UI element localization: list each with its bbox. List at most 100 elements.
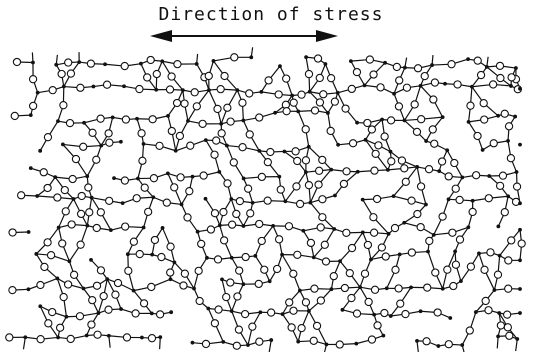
silicon-atom [119,140,123,144]
oxygen-atom [364,119,371,126]
silicon-atom [54,63,58,67]
silicon-atom [36,91,40,95]
silicon-atom [107,334,111,338]
silicon-atom [518,287,522,291]
silicon-atom [298,289,302,293]
oxygen-atom [239,99,246,106]
oxygen-atom [166,86,173,93]
silicon-atom [103,62,107,66]
oxygen-atom [224,180,231,187]
oxygen-atom [47,252,54,259]
silicon-atom [402,221,406,225]
silicon-atom [150,311,154,315]
oxygen-atom [85,184,92,191]
oxygen-atom [44,239,51,246]
silicon-atom [139,62,143,66]
silicon-atom [336,91,340,95]
silicon-atom [518,201,522,205]
silicon-atom [466,57,470,61]
silicon-atom [389,314,393,318]
oxygen-atom [167,269,174,276]
silicon-atom [271,224,275,228]
oxygen-atom [505,257,512,264]
silicon-atom [62,85,66,89]
oxygen-atom [186,188,193,195]
oxygen-atom [370,71,377,78]
silicon-atom [67,259,71,263]
silicon-atom [196,230,200,234]
oxygen-atom [343,229,350,236]
oxygen-atom [311,285,318,292]
silicon-atom [169,310,173,314]
silicon-atom [166,114,170,118]
oxygen-atom [283,75,290,82]
silicon-atom [518,311,522,315]
oxygen-atom [150,175,157,182]
silicon-atom [212,59,216,63]
silicon-atom [29,113,33,117]
oxygen-atom [445,341,452,348]
oxygen-atom [508,74,515,81]
oxygen-atom [467,263,474,270]
oxygen-atom [311,107,318,114]
oxygen-atom [130,238,137,245]
silicon-atom [219,122,223,126]
oxygen-atom [88,321,95,328]
oxygen-atom [60,102,67,109]
oxygen-atom [313,322,320,329]
silicon-atom [132,289,136,293]
silicon-atom [241,282,245,286]
silicon-atom [329,168,333,172]
oxygen-atom [490,81,497,88]
oxygen-atom [348,85,355,92]
oxygen-atom [18,192,25,199]
oxygen-atom [93,224,100,231]
silicon-atom [158,335,162,339]
oxygen-atom [136,85,143,92]
oxygen-atom [171,184,178,191]
oxygen-atom [322,258,329,265]
silicon-atom [307,145,311,149]
oxygen-atom [307,239,314,246]
silicon-atom [338,259,342,263]
oxygen-atom [445,173,452,180]
oxygen-atom [391,224,398,231]
oxygen-atom [229,221,236,228]
oxygen-atom [485,307,492,314]
oxygen-atom [490,140,497,147]
oxygen-atom [417,183,424,190]
silicon-atom [35,194,39,198]
oxygen-atom [223,293,230,300]
oxygen-atom [67,335,74,342]
silicon-atom [27,287,31,291]
oxygen-atom [421,73,428,80]
oxygen-atom [246,90,253,97]
oxygen-atom [66,120,73,127]
silicon-atom [253,254,257,258]
oxygen-atom [481,116,488,123]
silicon-atom [441,287,445,291]
oxygen-atom [77,241,84,248]
silicon-atom [355,121,359,125]
oxygen-atom [112,291,119,298]
silicon-atom [53,175,57,179]
silicon-atom [150,253,154,257]
silicon-atom [514,66,518,70]
oxygen-atom [72,155,79,162]
silicon-atom [186,119,190,123]
oxygen-atom [177,174,184,181]
oxygen-atom [205,72,212,79]
silicon-atom [471,199,475,203]
silicon-atom [218,223,222,227]
oxygen-atom [89,297,96,304]
oxygen-atom [156,311,163,318]
oxygen-atom [236,198,243,205]
silicon-atom [181,88,185,92]
oxygen-atom [267,148,274,155]
oxygen-atom [343,168,350,175]
oxygen-atom [501,209,508,216]
oxygen-atom [100,293,107,300]
silicon-atom [436,344,440,348]
silicon-atom [135,117,139,121]
oxygen-atom [370,214,377,221]
